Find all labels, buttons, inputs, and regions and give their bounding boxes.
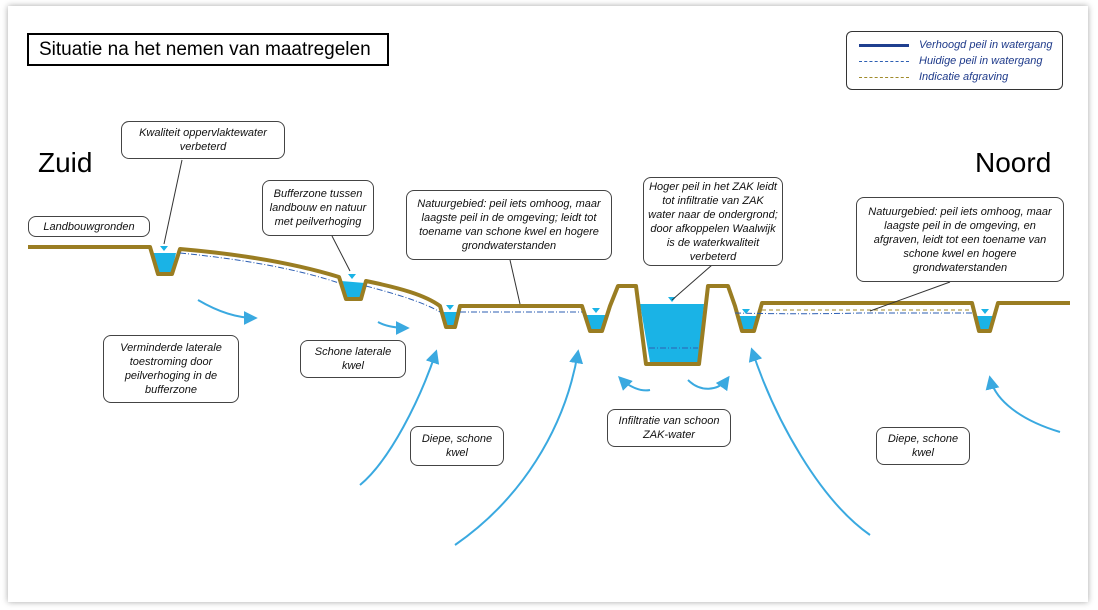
label-landbouwgronden: Landbouwgronden bbox=[28, 216, 150, 237]
ditch-water-2 bbox=[341, 281, 365, 297]
label-verminderde-toestroming: Verminderde laterale toestroming door pe… bbox=[103, 335, 239, 403]
label-kwaliteit: Kwaliteit oppervlaktewater verbeterd bbox=[121, 121, 285, 159]
arrow-infiltration-left bbox=[618, 376, 651, 392]
arrow-deep-2 bbox=[454, 349, 584, 546]
legend-label: Verhoogd peil in watergang bbox=[919, 39, 1053, 51]
arrow-infiltration-right bbox=[687, 375, 730, 392]
direction-south: Zuid bbox=[38, 147, 93, 178]
label-infiltratie: Infiltratie van schoon ZAK-water bbox=[607, 409, 731, 447]
label-schone-laterale-kwel: Schone laterale kwel bbox=[300, 340, 406, 378]
label-natuurgebied-1: Natuurgebied: peil iets omhoog, maar laa… bbox=[406, 190, 612, 260]
label-diepe-kwel-1: Diepe, schone kwel bbox=[410, 426, 504, 466]
flow-arrows bbox=[197, 299, 1061, 546]
legend-item-raised-level: Verhoogd peil in watergang bbox=[859, 38, 1053, 52]
legend-swatch bbox=[859, 60, 909, 62]
ditch-water-4 bbox=[586, 315, 606, 330]
legend-label: Indicatie afgraving bbox=[919, 71, 1009, 83]
legend-item-current-level: Huidige peil in watergang bbox=[859, 54, 1043, 68]
label-natuurgebied-2: Natuurgebied: peil iets omhoog, maar laa… bbox=[856, 197, 1064, 282]
arrow-lateral-1 bbox=[197, 299, 258, 325]
page-title: Situatie na het nemen van maatregelen bbox=[27, 33, 389, 66]
arrow-deep-4 bbox=[985, 375, 1061, 433]
legend: Verhoogd peil in watergang Huidige peil … bbox=[846, 31, 1063, 90]
arrow-deep-1 bbox=[359, 349, 440, 486]
arrow-lateral-2 bbox=[377, 320, 410, 335]
label-diepe-kwel-2: Diepe, schone kwel bbox=[876, 427, 970, 465]
label-bufferzone: Bufferzone tussen landbouw en natuur met… bbox=[262, 180, 374, 236]
legend-label: Huidige peil in watergang bbox=[919, 55, 1043, 67]
legend-item-excavation: Indicatie afgraving bbox=[859, 70, 1008, 84]
direction-north: Noord bbox=[975, 147, 1052, 178]
legend-swatch bbox=[859, 76, 909, 78]
label-zak: Hoger peil in het ZAK leidt tot infiltra… bbox=[643, 177, 783, 266]
arrow-deep-3 bbox=[748, 347, 871, 536]
legend-swatch bbox=[859, 43, 909, 47]
current-water-level bbox=[179, 252, 972, 349]
zak-basin-water bbox=[640, 304, 704, 362]
ground-profile bbox=[28, 245, 1070, 366]
